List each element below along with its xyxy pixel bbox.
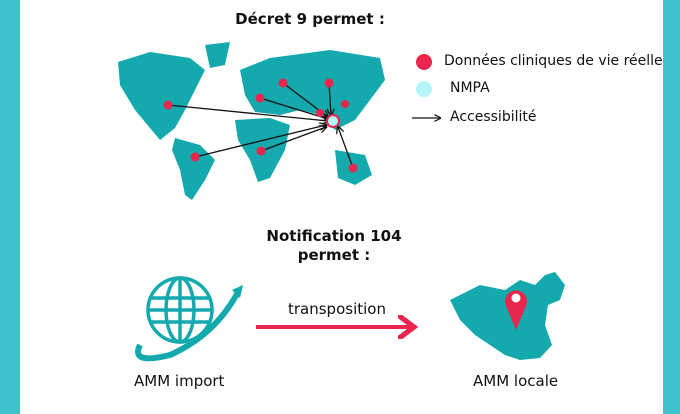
arrow-label-transposition: transposition	[288, 300, 386, 318]
title-line-2: permet :	[297, 246, 371, 264]
continents	[118, 42, 385, 200]
label-amm-locale: AMM locale	[473, 372, 559, 390]
legend-red-dot-icon	[416, 54, 432, 70]
legend-label-nmpa: NMPA	[450, 80, 490, 96]
legend-cyan-dot-icon	[416, 81, 432, 97]
legend-label-accessibility: Accessibilité	[450, 109, 537, 125]
china-map-icon	[450, 272, 565, 360]
legend-label-real-world-data: Données cliniques de vie réelle	[444, 53, 663, 69]
section-title-decret-9: Décret 9 permet :	[235, 10, 385, 28]
left-frame-border	[0, 0, 20, 414]
nmpa-dot	[326, 114, 340, 128]
real-world-data-dots	[163, 78, 358, 173]
globe-arrow-head-icon	[232, 285, 243, 298]
title-line-1: Notification 104	[266, 227, 402, 245]
globe-icon	[135, 276, 241, 362]
section-title-notification-104: Notification 104 permet :	[234, 227, 434, 265]
label-amm-import: AMM import	[134, 372, 225, 390]
right-frame-border	[663, 0, 680, 414]
location-pin-icon	[505, 290, 527, 330]
